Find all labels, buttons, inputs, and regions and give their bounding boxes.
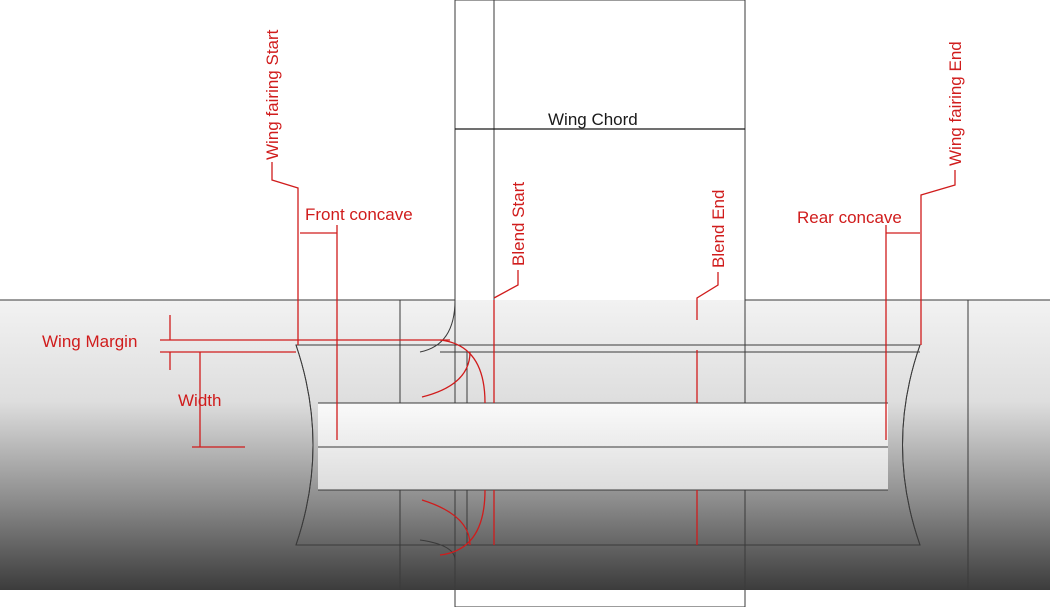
label-wing-margin: Wing Margin [42, 332, 137, 351]
label-width: Width [178, 391, 221, 410]
center-bar [318, 351, 920, 546]
label-wing-fairing-end: Wing fairing End [946, 41, 965, 166]
label-rear-concave: Rear concave [797, 208, 902, 227]
label-blend-start: Blend Start [509, 182, 528, 266]
label-wing-chord: Wing Chord [548, 110, 638, 129]
label-blend-end: Blend End [709, 190, 728, 268]
label-wing-fairing-start: Wing fairing Start [263, 29, 282, 160]
annotation-lines [160, 128, 956, 556]
label-front-concave: Front concave [305, 205, 413, 224]
wing [419, 0, 746, 607]
